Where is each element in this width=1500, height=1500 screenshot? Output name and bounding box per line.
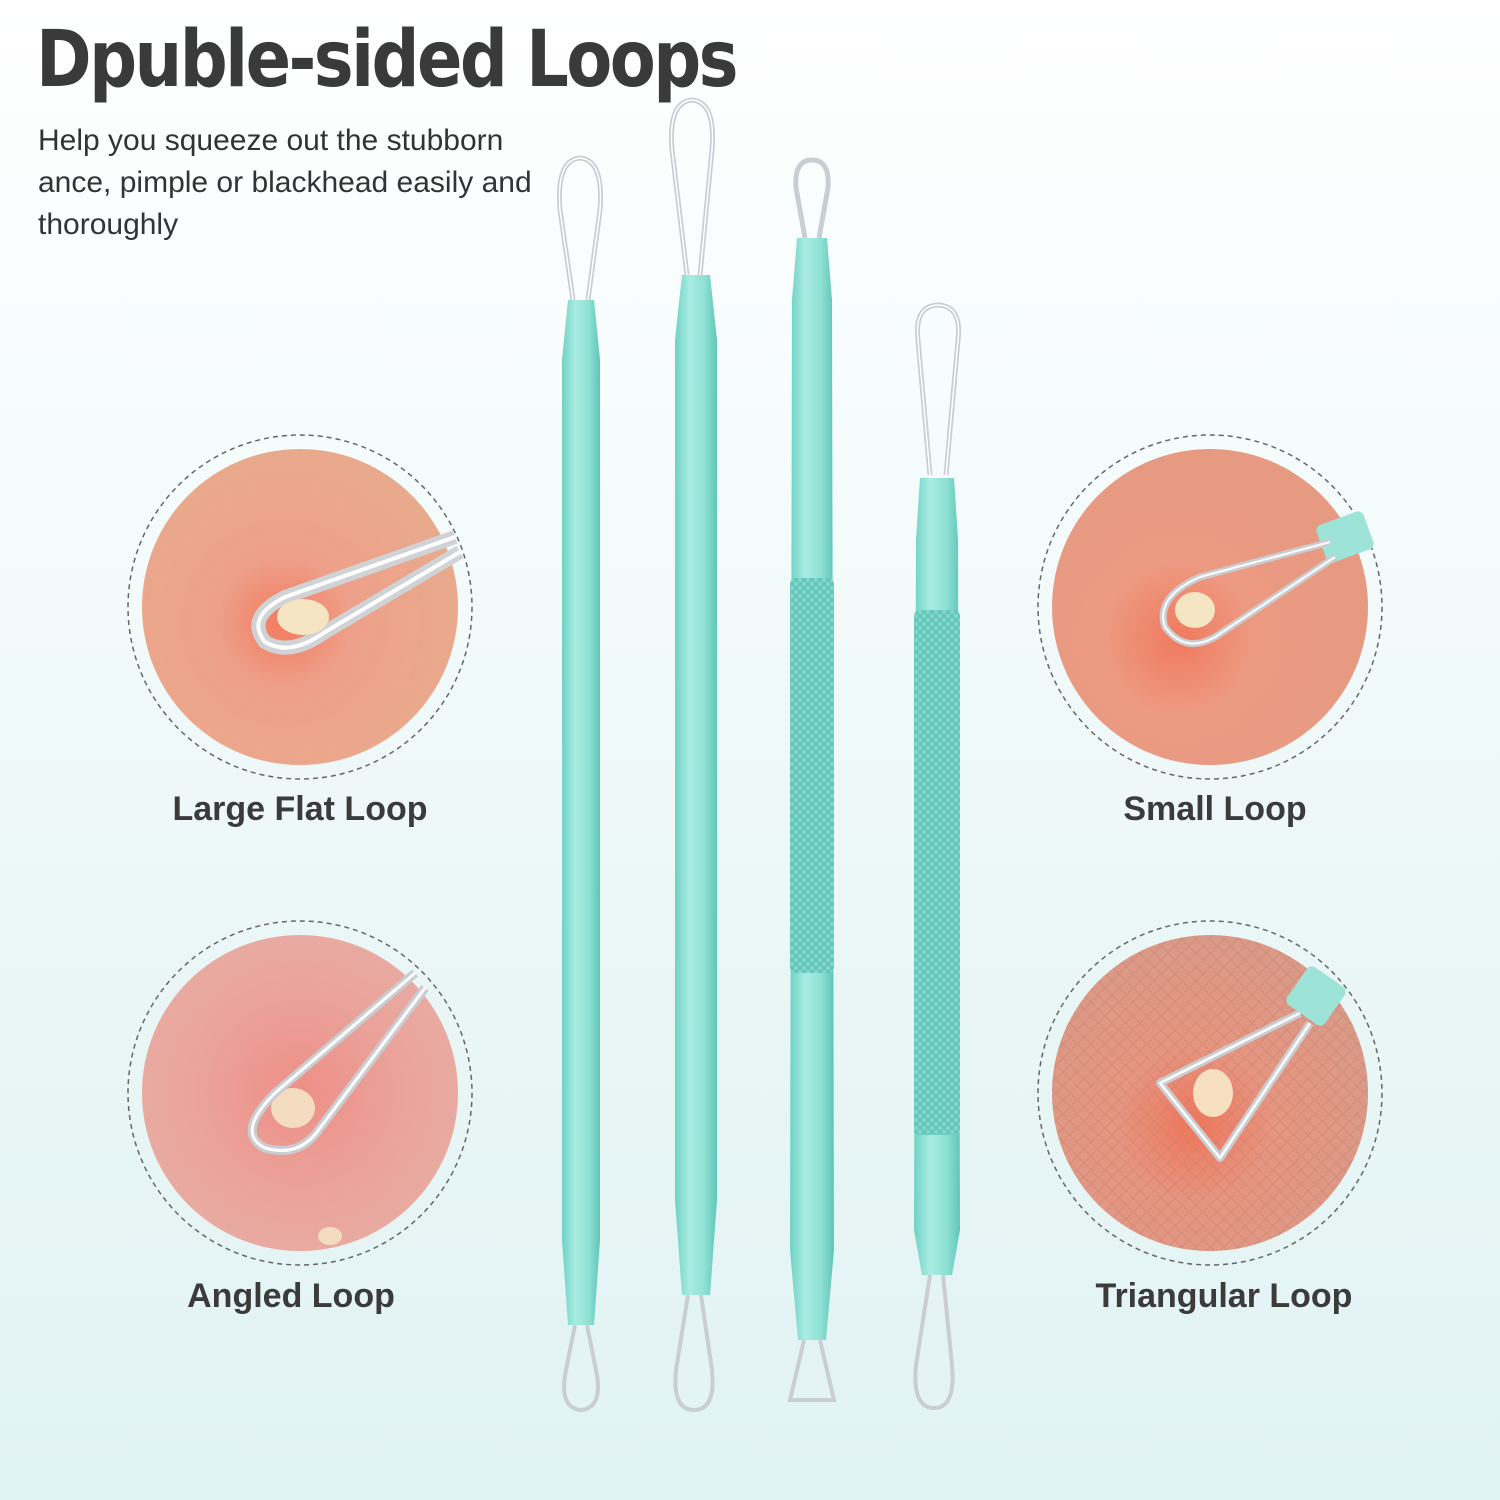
tool-2-top-loop	[668, 97, 716, 276]
small-loop-closeup	[1035, 432, 1385, 782]
caption-triangular-loop: Triangular Loop	[1095, 1277, 1353, 1315]
pimple	[271, 1088, 315, 1128]
pimple	[1193, 1069, 1233, 1117]
tool-3	[787, 157, 837, 1402]
caption-large-flat-loop: Large Flat Loop	[172, 790, 428, 828]
tool-1	[556, 155, 604, 1413]
angled-loop-icon	[247, 969, 429, 1155]
pimple	[277, 599, 329, 635]
tool-4	[913, 302, 962, 1411]
tool-4-top-loop	[914, 302, 962, 476]
triangular-loop-icon	[1156, 1009, 1314, 1162]
tool-1-top-loop	[556, 155, 604, 301]
pimple	[1175, 592, 1215, 628]
tool-3-grip	[790, 578, 834, 973]
tool-2	[668, 97, 717, 1413]
tool-4-bottom-loop	[913, 1274, 955, 1411]
tool-4-grip	[914, 610, 960, 1135]
tool-3-bottom-loop	[787, 1339, 837, 1402]
headline: Dpuble-sided Loops	[36, 15, 739, 105]
tool-3-top-loop	[793, 157, 831, 239]
large-flat-loop-icon	[251, 530, 464, 655]
small-loop-icon	[1159, 538, 1337, 648]
tool-1-bottom-loop	[562, 1324, 600, 1413]
tool-1-handle	[562, 300, 600, 1325]
tagline: Help you squeeze out the stubborn ance, …	[38, 124, 532, 241]
tool-2-handle	[675, 275, 717, 1295]
tool-2-bottom-loop	[673, 1294, 715, 1413]
angled-loop-closeup	[125, 918, 475, 1268]
caption-angled-loop: Angled Loop	[187, 1277, 395, 1315]
triangular-loop-closeup	[1035, 918, 1385, 1268]
caption-small-loop: Small Loop	[1123, 790, 1307, 828]
large-flat-loop-closeup	[125, 432, 475, 782]
